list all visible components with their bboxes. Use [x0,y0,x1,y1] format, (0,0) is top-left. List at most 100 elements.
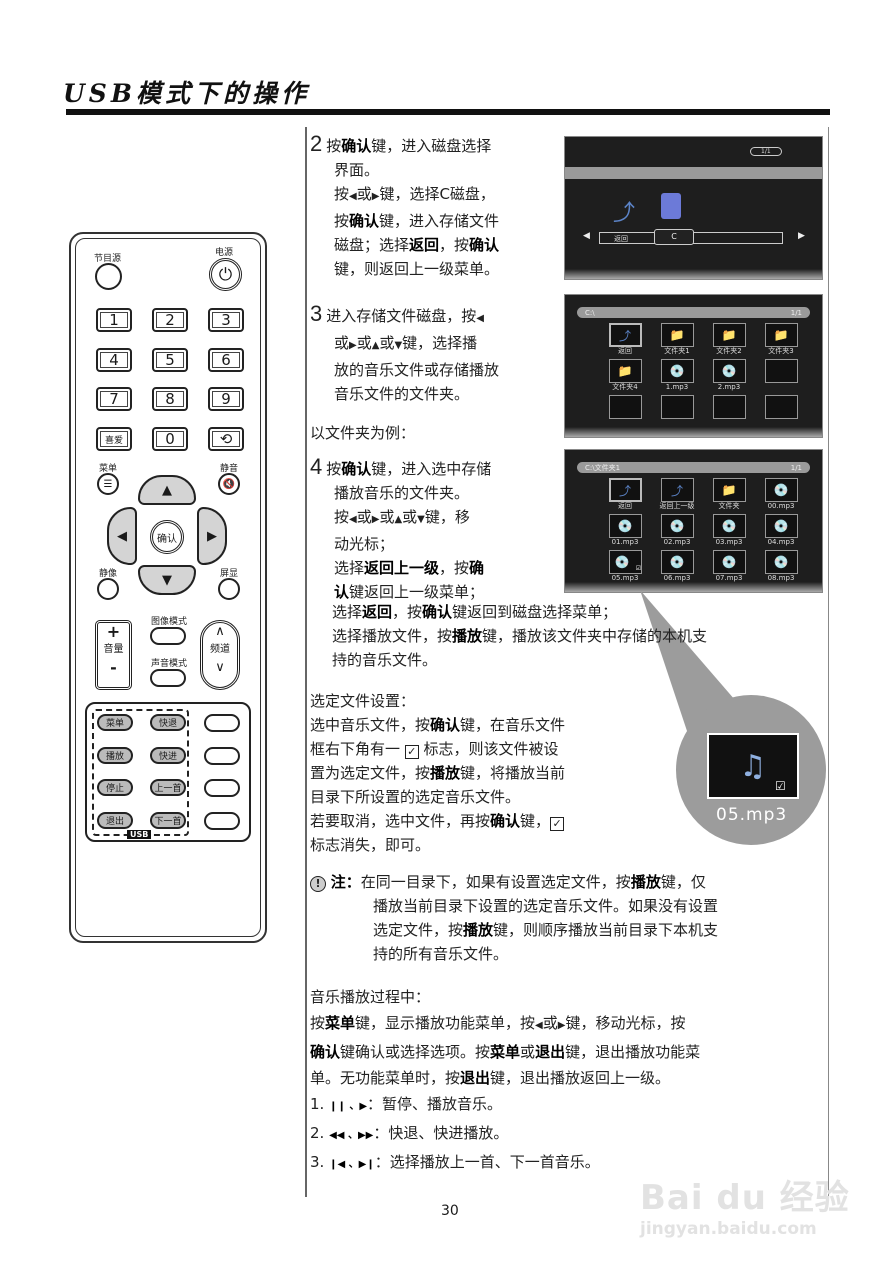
disk-select-screen: 1/1 ⤴ ◀ 返回 C ▶ [564,136,823,280]
file-item[interactable]: ⤴返回 [600,323,650,356]
usb-prev-button[interactable]: 上一首 [150,779,186,796]
music-file-icon: 💿 [712,514,746,538]
disk-c-item[interactable]: C [654,229,694,245]
file-item[interactable]: 📁文件夹4 [600,359,650,392]
page-title: USB模式下的操作 [63,79,310,108]
file-item[interactable] [756,395,806,428]
key-7[interactable]: 7 [96,387,132,411]
usb-next-button[interactable]: 下一首 [150,812,186,829]
blank-button-1[interactable] [204,714,240,732]
up-button[interactable]: ▲ [138,475,196,505]
music-file-icon: ♫ [707,733,799,799]
usb-exit-button[interactable]: 退出 [97,812,133,829]
section-title: 选定文件设置： [310,692,416,710]
file-item[interactable]: 💿02.mp3 [652,514,702,547]
left-button[interactable]: ◀ [107,507,137,565]
usb-menu-button[interactable]: 菜单 [97,714,133,731]
key-2[interactable]: 2 [152,308,188,332]
file-item[interactable]: 💿1.mp3 [652,359,702,392]
empty-slot [764,395,798,419]
file-item[interactable]: 📁文件夹3 [756,323,806,356]
file-item[interactable]: 💿08.mp3 [756,550,806,583]
file-item[interactable]: 💿☑05.mp3 [600,550,650,583]
menu-label: 菜单 [99,464,118,474]
file-item[interactable]: 📁文件夹1 [652,323,702,356]
empty-slot [712,395,746,419]
blank-button-4[interactable] [204,812,240,830]
display-button[interactable] [218,578,240,600]
recall-icon: ⟲ [212,430,240,448]
mute-button[interactable]: 🔇 [218,473,240,495]
title-rule [66,109,830,115]
key-0[interactable]: 0 [152,427,188,451]
sound-mode-label: 声音模式 [151,659,188,669]
volume-rocker[interactable]: + 音量 - [95,620,132,690]
file-item[interactable]: 💿00.mp3 [756,478,806,511]
music-file-icon: 💿 [660,550,694,574]
file-item[interactable]: 💿2.mp3 [704,359,754,392]
source-button[interactable] [95,263,122,290]
blank-button-2[interactable] [204,747,240,765]
file-item[interactable]: ⤴返回上一级 [652,478,702,511]
disk-icon [661,193,681,219]
folder-icon: 📁 [712,323,746,347]
music-file-icon: 💿☑ [608,550,642,574]
file-item[interactable]: 💿03.mp3 [704,514,754,547]
file-name: 返回上一级 [659,502,695,510]
file-item[interactable] [652,395,702,428]
ok-button[interactable]: 确认 [150,520,184,554]
key-8[interactable]: 8 [152,387,188,411]
up-arrow-icon: ▲ [162,482,172,498]
still-button[interactable] [97,578,119,600]
music-file-icon: 💿 [608,514,642,538]
usb-play-button[interactable]: 播放 [97,747,133,764]
key-3[interactable]: 3 [208,308,244,332]
power-button[interactable]: ⏻ [209,258,242,291]
usb-forward-button[interactable]: 快进 [150,747,186,764]
key-9[interactable]: 9 [208,387,244,411]
file-item[interactable] [704,395,754,428]
down-arrow-icon: ▼ [162,572,172,588]
sound-mode-button[interactable] [150,669,186,687]
recall-button[interactable]: ⟲ [208,427,244,451]
file-item[interactable] [756,359,806,392]
music-file-icon: 💿 [764,514,798,538]
checkbox-icon: ✓ [404,745,419,759]
prev-next-icon: ❙◀ 、▶❙ [329,1159,375,1170]
music-file-icon: 💿 [712,359,746,383]
column-divider [305,127,307,1197]
file-name: 08.mp3 [767,574,795,582]
file-item[interactable]: 💿04.mp3 [756,514,806,547]
music-file-icon: 💿 [764,478,798,502]
back-icon: ⤴ [660,478,694,502]
file-item[interactable]: 📁文件夹2 [704,323,754,356]
file-name: 文件夹4 [612,383,638,391]
file-item[interactable] [600,395,650,428]
display-label: 屏显 [220,569,239,579]
file-name: 03.mp3 [715,538,743,546]
key-1[interactable]: 1 [96,308,132,332]
picture-mode-button[interactable] [150,627,186,645]
file-browser-screen: C:\1/1 ⤴返回📁文件夹1📁文件夹2📁文件夹3📁文件夹4💿1.mp3💿2.m… [564,294,823,438]
file-name: 07.mp3 [715,574,743,582]
file-item[interactable]: ⤴返回 [600,478,650,511]
menu-button[interactable]: ☰ [97,473,119,495]
usb-rewind-button[interactable]: 快退 [150,714,186,731]
file-item[interactable]: 💿06.mp3 [652,550,702,583]
file-item[interactable]: 💿07.mp3 [704,550,754,583]
file-item[interactable]: 💿01.mp3 [600,514,650,547]
key-6[interactable]: 6 [208,348,244,372]
file-item[interactable]: 📁文件夹 [704,478,754,511]
file-name: 00.mp3 [767,502,795,510]
key-4[interactable]: 4 [96,348,132,372]
channel-rocker[interactable]: ∧ 频道 ∨ [200,620,240,690]
blank-button-3[interactable] [204,779,240,797]
watermark: Bai du 经验 jingyan.baidu.com [640,1178,850,1239]
favorite-button[interactable]: 喜爱 [96,427,132,451]
usb-stop-button[interactable]: 停止 [97,779,133,796]
pause-play-icon: ❙❙ 、▶ [329,1101,368,1112]
music-file-icon: 💿 [764,550,798,574]
key-5[interactable]: 5 [152,348,188,372]
